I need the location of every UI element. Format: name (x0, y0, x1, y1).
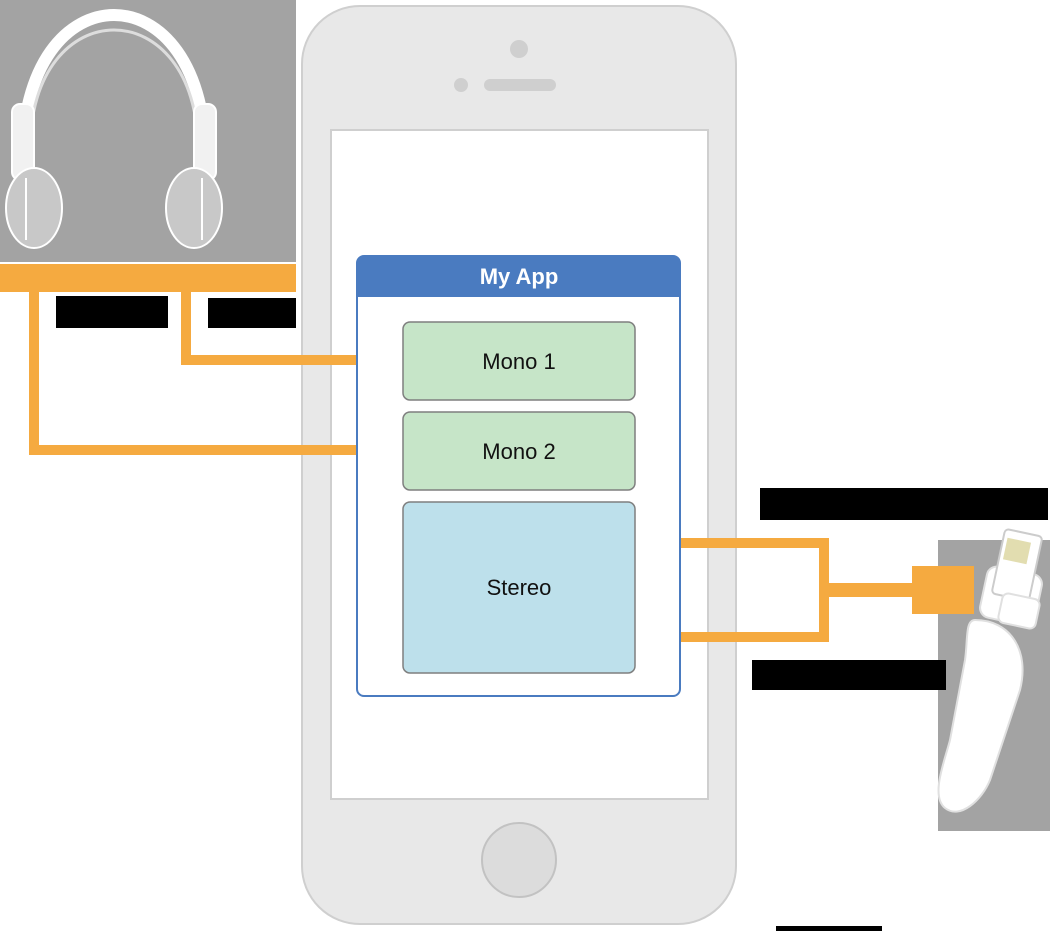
redacted-label-top (760, 488, 1048, 520)
wire-mono1 (181, 282, 404, 365)
redacted-mark-baseline (776, 926, 882, 931)
wire-mono2 (29, 282, 404, 455)
app-title: My App (480, 264, 559, 289)
redacted-label-left (56, 296, 168, 328)
signal-wires (0, 264, 912, 642)
mono2-label: Mono 2 (482, 439, 555, 464)
stereo-label: Stereo (487, 575, 552, 600)
redacted-label-bottom (752, 660, 946, 690)
mono1-channel-box[interactable] (402, 321, 636, 401)
app-header-bar (357, 256, 680, 297)
front-camera (510, 40, 528, 58)
lightning-connector-icon (937, 528, 1043, 813)
mono2-channel-box[interactable] (402, 411, 636, 491)
proximity-sensor (454, 78, 468, 92)
headphones-icon (5, 8, 223, 249)
connector-plug-block (912, 566, 974, 614)
earpiece-speaker (484, 79, 556, 91)
stereo-channel-box[interactable] (402, 501, 636, 674)
redacted-label-right (208, 298, 296, 328)
mono1-label: Mono 1 (482, 349, 555, 374)
app-window: My App Mono 1 Mono 2 Stereo (356, 255, 681, 697)
home-button (481, 822, 557, 898)
